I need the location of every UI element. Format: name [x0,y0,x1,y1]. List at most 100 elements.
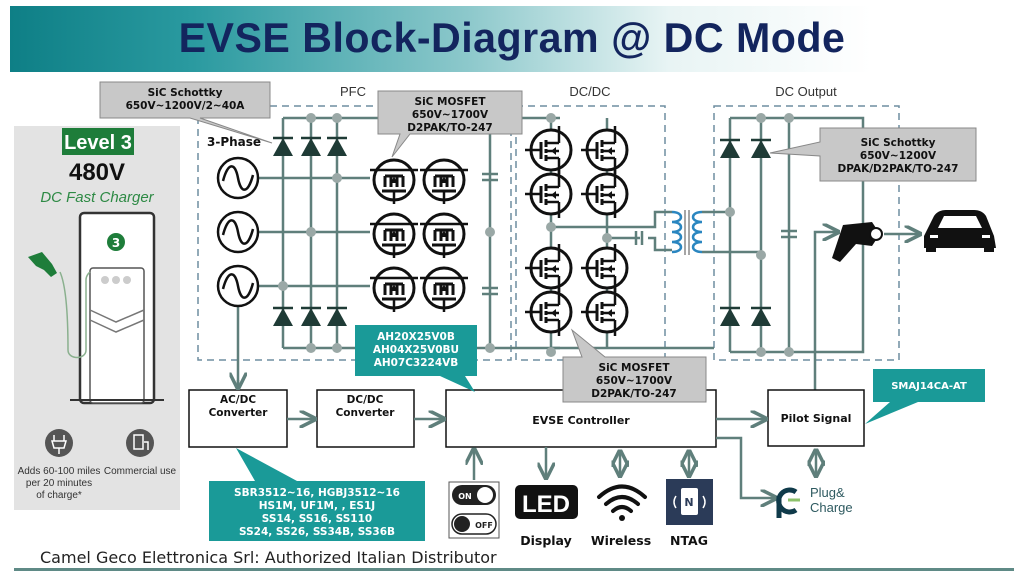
callout-ah-parts: AH20X25V0B AH04X25V0BU AH07C3224VB [355,325,477,392]
title-banner [10,6,1024,72]
pfc-mosfets [368,158,470,314]
transformer-icon [671,210,703,255]
diode-icon [718,306,742,328]
feature-miles-line2: per 20 minutes [26,478,92,489]
callout-mosfet-dcdc: SiC MOSFET 650V~1700V D2PAK/TO-247 [562,328,707,403]
mosfet-icon [368,158,420,206]
ac-source-icon [216,156,260,200]
commercial-charger-icon [126,429,154,457]
controller-label: EVSE Controller [532,414,630,427]
plug-icon [45,429,73,457]
mosfet-icon [368,266,420,314]
callout-mosfet-pfc: SiC MOSFET 650V~1700V D2PAK/TO-247 [377,90,523,158]
callout-acdc-parts: SBR3512~16, HGBJ3512~16 HS1M, UF1M, , ES… [209,448,425,541]
level-badge [62,128,134,155]
car-icon [924,210,996,252]
diode-icon [749,138,773,160]
diode-icon [325,136,349,158]
mosfet-icon [418,266,470,314]
diode-icon [718,138,742,160]
callout-mosfet-pfc-line2: 650V~1700V [412,109,489,121]
plug-charge-line2: Charge [810,500,853,515]
ac-sources [216,156,260,308]
control-wiring [238,380,816,498]
callout-acdc-line1: SBR3512~16, HGBJ3512~16 [234,487,400,499]
callout-schottky-input-line1: SiC Schottky [148,87,223,99]
plug-and-charge: Plug& Charge [776,485,853,518]
pfc-capacitors [482,172,498,296]
mosfet-icon [418,212,470,260]
callout-mosfet-dcdc-line3: D2PAK/TO-247 [591,388,676,400]
mosfet-icon [579,168,629,220]
wireless: Wireless [591,484,651,548]
callout-mosfet-pfc-line3: D2PAK/TO-247 [407,122,492,134]
diode-icon [299,306,323,328]
station-number: 3 [112,236,120,250]
plug-feature: Adds 60-100 miles per 20 minutes of char… [18,429,101,501]
pfc-label: PFC [340,84,366,99]
power-switch[interactable]: ON OFF [448,481,500,539]
dcdc-label: DC/DC [569,84,610,99]
dcdc-capacitor [634,231,644,245]
callout-acdc-line2: HS1M, UF1M, , ES1J [259,500,375,512]
wifi-icon [597,484,647,521]
mosfet-icon [523,286,573,338]
plug-and-charge-icon [776,487,800,518]
ntag: N NTAG [666,479,713,548]
switch-on-label: ON [458,492,472,501]
mosfet-icon [523,168,573,220]
output-diodes [718,138,773,328]
output-capacitor [781,229,797,239]
dcdc-converter-block: DC/DC Converter [316,389,415,448]
pfc-nodes [278,113,495,353]
mosfet-icon [523,242,573,294]
output-nodes [725,113,794,357]
footer-divider [14,568,1014,571]
callout-schottky-input-line2: 650V~1200V/2~40A [126,100,246,112]
callout-mosfet-pfc-line1: SiC MOSFET [415,96,487,108]
callout-ah-line2: AH04X25V0BU [373,344,459,356]
callout-schottky-output: SiC Schottky 650V~1200V DPAK/D2PAK/TO-24… [769,127,977,182]
callout-mosfet-dcdc-line1: SiC MOSFET [599,362,671,374]
diode-icon [749,306,773,328]
acdc-line1: AC/DC [220,394,256,406]
wireless-label: Wireless [591,533,651,548]
mosfet-icon [579,242,629,294]
nfc-icon-letter: N [684,496,693,509]
commercial-feature: Commercial use [104,429,177,477]
dcdc-nodes [546,113,612,357]
switch-off-label: OFF [475,521,493,530]
pilot-signal-block: Pilot Signal [767,389,865,447]
callout-schottky-output-line1: SiC Schottky [861,137,936,149]
callout-acdc-line3: SS14, SS16, SS110 [262,513,372,525]
charging-station-icon: 3 [28,211,164,405]
mosfet-icon [579,286,629,338]
voltage-label: 480V [69,159,125,186]
callout-schottky-output-line3: DPAK/D2PAK/TO-247 [838,163,959,175]
callout-ah-line3: AH07C3224VB [374,357,459,369]
diode-icon [271,306,295,328]
callout-mosfet-dcdc-line2: 650V~1700V [596,375,673,387]
callout-schottky-input: SiC Schottky 650V~1200V/2~40A [99,81,273,144]
callout-pilot-line1: SMAJ14CA-AT [891,381,967,392]
callout-schottky-output-line2: 650V~1200V [860,150,937,162]
feature-miles-line1: Adds 60-100 miles [18,466,101,477]
ac-source-icon [216,264,260,308]
three-phase-label: 3-Phase [207,135,261,149]
charger-type-label: DC Fast Charger [40,189,154,206]
mosfet-icon [418,158,470,206]
dcdc-section-box [515,105,666,361]
pfc-section-box [197,105,512,361]
level-badge-text: Level 3 [64,132,132,154]
diode-icon [271,136,295,158]
mosfet-icon [579,124,629,176]
mosfet-icon [368,212,420,260]
ac-source-icon [216,210,260,254]
dcdc-conv-line1: DC/DC [347,394,384,406]
dcdc-conv-line2: Converter [336,407,396,419]
led-icon-text: LED [522,491,570,518]
charging-connector-icon [832,222,883,262]
ntag-label: NTAG [670,533,708,548]
acdc-line2: Converter [209,407,269,419]
